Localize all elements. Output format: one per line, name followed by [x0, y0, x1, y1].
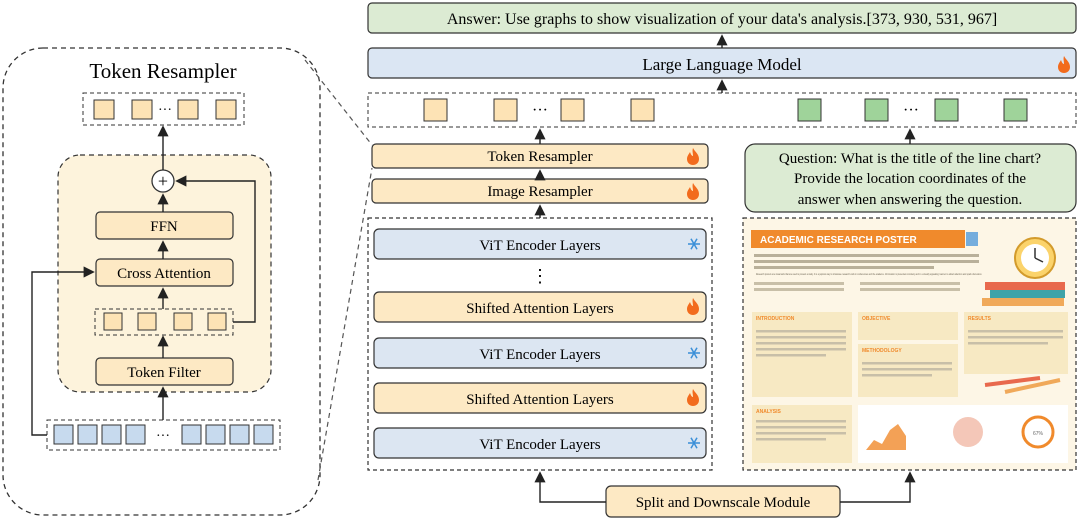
filtered-token — [103, 312, 123, 331]
zoom-line — [304, 59, 373, 146]
visual-tokens — [423, 98, 655, 122]
vit-encoder-layer-label: ViT Encoder Layers — [479, 437, 600, 453]
image-resampler-label: Image Resampler — [487, 184, 592, 200]
shifted-attention-layer — [373, 291, 707, 323]
residual-add-symbol: + — [158, 171, 168, 191]
token-resampler-detail-title: Token Resampler — [89, 59, 236, 83]
vit-encoder-layer-label: ViT Encoder Layers — [479, 238, 600, 254]
vit-encoder-layer — [373, 337, 707, 369]
left-panel-arrows — [31, 125, 256, 436]
poster-section-analysis: ANALYSIS — [756, 409, 781, 415]
ffn-label: FFN — [150, 219, 178, 235]
filtered-token — [137, 312, 157, 331]
fire-icon — [1058, 56, 1070, 73]
poster-image — [751, 230, 1068, 463]
llm-input-token-row — [367, 92, 1077, 128]
output-token — [93, 99, 115, 120]
output-token-ellipsis: ··· — [158, 103, 172, 118]
token-filter-label: Token Filter — [127, 365, 201, 381]
filtered-token — [173, 312, 193, 331]
shifted-attention-layer-label: Shifted Attention Layers — [466, 301, 614, 317]
token-filter-box — [95, 357, 234, 386]
token-resampler-label: Token Resampler — [487, 149, 592, 165]
ffn-box — [95, 211, 234, 240]
filtered-token — [207, 312, 227, 331]
poster-donut-percent: 67% — [1033, 431, 1044, 437]
poster-section-objective: OBJECTIVE — [862, 316, 891, 322]
fire-icon — [687, 389, 699, 406]
shifted-attention-layer-label: Shifted Attention Layers — [466, 392, 614, 408]
fire-icon — [687, 148, 699, 165]
vit-encoder-layer-label: ViT Encoder Layers — [479, 347, 600, 363]
text-tokens — [797, 98, 1028, 122]
fire-icon — [687, 298, 699, 315]
poster-section-results: RESULTS — [968, 316, 992, 322]
vit-encoder-layer — [373, 427, 707, 459]
encoder-stack-ellipsis: ⋮ — [531, 266, 549, 286]
input-token-ellipsis: ··· — [156, 429, 170, 444]
pipeline-arrows — [534, 34, 916, 503]
zoom-line — [317, 167, 373, 481]
output-token — [215, 99, 237, 120]
poster-section-methodology: METHODOLOGY — [862, 348, 902, 354]
visual-token-ellipsis: ··· — [532, 102, 548, 119]
text-token-ellipsis: ··· — [903, 102, 919, 119]
snowflake-icon — [688, 437, 700, 449]
output-token — [177, 99, 199, 120]
poster-intro-text: Research posters are visual aids that ar… — [756, 273, 982, 276]
question-line-3: answer when answering the question. — [798, 192, 1023, 208]
snowflake-icon — [688, 347, 700, 359]
poster-section-introduction: INTRODUCTION — [756, 316, 795, 322]
output-token-row — [82, 92, 245, 126]
question-line-2: Provide the location coordinates of the — [794, 171, 1026, 187]
snowflake-icon — [688, 238, 700, 250]
input-tokens — [53, 424, 274, 445]
split-downscale-label: Split and Downscale Module — [636, 495, 811, 511]
shifted-attention-layer — [373, 382, 707, 414]
output-token — [131, 99, 153, 120]
question-line-1: Question: What is the title of the line … — [779, 151, 1041, 167]
fire-icon — [687, 183, 699, 200]
answer-text: Answer: Use graphs to show visualization… — [447, 11, 997, 28]
poster-title: ACADEMIC RESEARCH POSTER — [760, 235, 917, 246]
cross-attention-box — [95, 258, 234, 287]
llm-label: Large Language Model — [642, 55, 802, 74]
cross-attention-label: Cross Attention — [117, 266, 211, 282]
answer-box — [367, 2, 1077, 34]
vit-encoder-layer — [373, 228, 707, 260]
